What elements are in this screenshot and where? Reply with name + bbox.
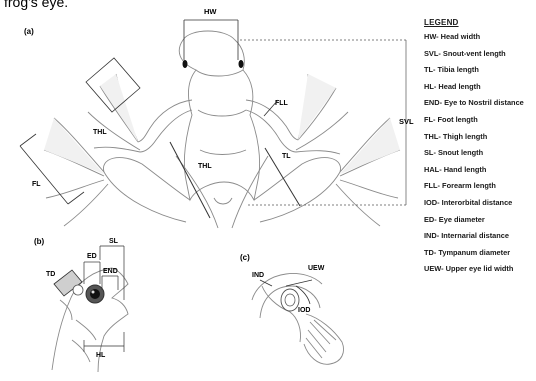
svl-bracket	[240, 40, 406, 205]
legend-item: UEW- Upper eye lid width	[424, 265, 536, 282]
closeup-eye	[281, 289, 299, 311]
legend-item: SVL- Snout-vent length	[424, 50, 536, 67]
legend-item: ED- Eye diameter	[424, 216, 536, 233]
label-end: END	[103, 268, 118, 275]
fll-line	[264, 100, 278, 116]
thl-line	[170, 142, 210, 218]
label-thl-center: THL	[198, 163, 212, 170]
eye-left-marker	[183, 60, 188, 68]
label-ed: ED	[87, 253, 97, 260]
panel-c-label: (c)	[240, 253, 250, 262]
label-hl: HL	[96, 352, 106, 359]
legend-item: IND- Internarial distance	[424, 232, 536, 249]
label-uew: UEW	[308, 265, 325, 272]
legend-item: END- Eye to Nostril distance	[424, 99, 536, 116]
lateral-eye-highlight	[92, 291, 95, 294]
legend-item: SL- Snout length	[424, 149, 536, 166]
label-svl: SVL	[399, 117, 414, 126]
label-iod: IOD	[298, 307, 310, 314]
eye-right-marker	[239, 60, 244, 68]
webbing-shading	[44, 74, 400, 174]
legend-item: TD- Tympanum diameter	[424, 249, 536, 266]
legend-item: HW- Head width	[424, 33, 536, 50]
legend-item: FLL- Forearm length	[424, 182, 536, 199]
label-hw: HW	[204, 7, 217, 16]
legend-item: HL- Head length	[424, 83, 536, 100]
hw-bracket	[184, 20, 238, 60]
legend-item: TL- Tibia length	[424, 66, 536, 83]
td-tympanum	[54, 270, 83, 296]
label-sl: SL	[109, 238, 119, 245]
label-td: TD	[46, 271, 55, 278]
panel-b-label: (b)	[34, 237, 45, 246]
legend-item: HAL- Hand length	[424, 166, 536, 183]
caption-top: frog's eye.	[4, 0, 68, 10]
legend-item: IOD- Interorbital distance	[424, 199, 536, 216]
legend-title: LEGEND	[424, 18, 536, 27]
panel-a-label: (a)	[24, 27, 34, 36]
label-tl: TL	[282, 153, 291, 160]
legend-item: THL- Thigh length	[424, 133, 536, 150]
label-thl-left: THL	[93, 129, 107, 136]
label-fl: FL	[32, 181, 41, 188]
label-ind: IND	[252, 272, 264, 279]
lateral-pupil	[90, 289, 100, 299]
legend-item: FL- Foot length	[424, 116, 536, 133]
